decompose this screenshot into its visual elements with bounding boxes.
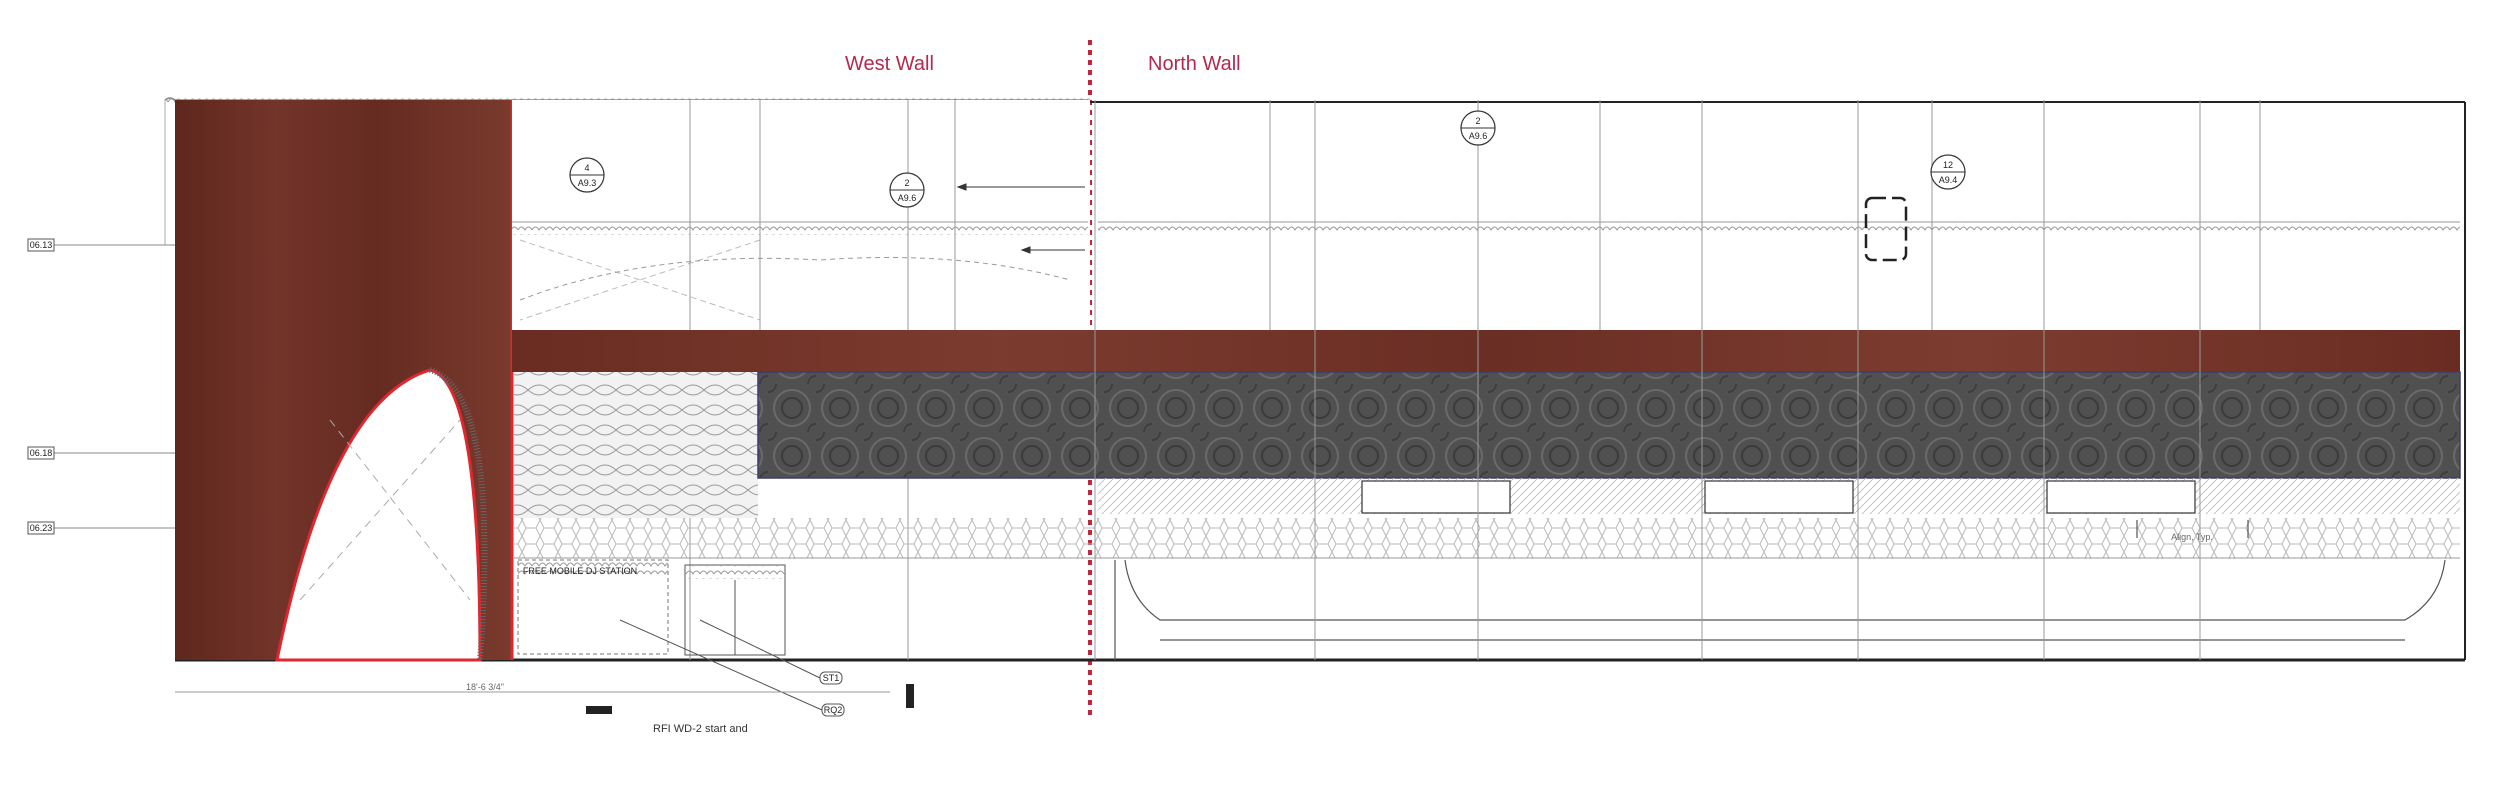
west-leader-arrows <box>956 183 1085 254</box>
grid-marker-b <box>906 684 914 708</box>
west-diagonal-a <box>519 239 761 321</box>
cabinet <box>684 564 786 656</box>
section-callout-3: 2 A9.6 <box>1460 110 1496 146</box>
west-wall-title: West Wall <box>845 53 934 75</box>
svg-text:12: 12 <box>1943 160 1953 170</box>
north-niches <box>1361 480 2196 514</box>
section-callout-2: 2 A9.6 <box>889 172 925 208</box>
grid-marker-a <box>586 706 612 714</box>
svg-text:A9.6: A9.6 <box>1469 131 1488 141</box>
north-booth <box>1114 559 2446 660</box>
svg-text:RQ2: RQ2 <box>824 705 843 715</box>
align-note: Align, Typ. <box>2136 520 2249 542</box>
hex-tile-band <box>514 518 2460 558</box>
dark-textured-panel <box>757 371 2461 479</box>
section-callout-1: 4 A9.3 <box>569 157 605 193</box>
north-grid-lines <box>1094 100 2261 660</box>
level-tag-2: 06.18 <box>27 446 175 460</box>
west-light-tile <box>514 372 758 518</box>
svg-text:06.13: 06.13 <box>30 240 53 250</box>
dj-station: FREE MOBILE DJ STATION <box>517 559 669 655</box>
west-soffit-scallop <box>512 225 1088 235</box>
material-tag-rq2: RQ2 <box>619 619 845 717</box>
arch-diagonal-a <box>299 419 461 601</box>
rfi-note: RFI WD-2 start and <box>653 723 748 735</box>
ceiling-scallop-west <box>165 95 1090 103</box>
svg-text:A9.3: A9.3 <box>578 178 597 188</box>
svg-text:06.23: 06.23 <box>30 523 53 533</box>
north-soffit-scallop <box>1098 222 2460 232</box>
level-tag-1: 06.13 <box>27 238 175 252</box>
wood-beam <box>512 330 2460 372</box>
section-callout-4: 12 A9.4 <box>1864 154 1966 262</box>
dimension-line: 18'-6 3/4" <box>175 682 890 693</box>
level-tag-3: 06.23 <box>27 521 175 535</box>
west-diagonal-b <box>519 239 761 321</box>
svg-text:ST1: ST1 <box>823 673 840 683</box>
svg-text:06.18: 06.18 <box>30 448 53 458</box>
svg-text:A9.4: A9.4 <box>1939 175 1958 185</box>
svg-text:Align, Typ.: Align, Typ. <box>2171 532 2213 542</box>
material-tag-st1: ST1 <box>699 619 843 685</box>
west-upper-wall <box>512 100 1090 330</box>
svg-text:4: 4 <box>584 163 589 173</box>
svg-text:FREE MOBILE DJ STATION: FREE MOBILE DJ STATION <box>523 566 637 576</box>
arch-diagonal-b <box>329 419 471 601</box>
svg-text:A9.6: A9.6 <box>898 193 917 203</box>
north-wall-title: North Wall <box>1148 53 1241 75</box>
svg-text:2: 2 <box>1475 116 1480 126</box>
west-curve-line <box>519 257 1071 301</box>
svg-text:18'-6 3/4": 18'-6 3/4" <box>466 682 504 692</box>
svg-text:2: 2 <box>904 178 909 188</box>
